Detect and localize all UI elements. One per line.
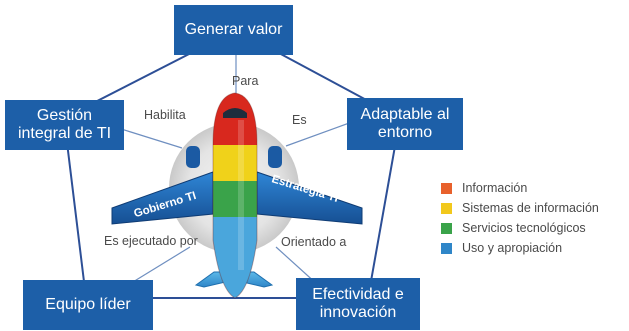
node-equipo-lider-label: Equipo líder [45, 296, 131, 313]
legend-swatch [441, 242, 452, 254]
edge-label-es: Es [292, 113, 307, 127]
legend-item-uso: Uso y apropiación [441, 238, 599, 258]
node-efectividad: Efectividad e innovación [296, 278, 420, 330]
node-gestion-integral: Gestión integral de TI [5, 100, 124, 150]
node-equipo-lider: Equipo líder [23, 280, 153, 330]
edge-label-orientado: Orientado a [281, 235, 347, 249]
node-adaptable-label: Adaptable al entorno [360, 106, 450, 141]
cockpit-window [223, 108, 247, 118]
legend-label: Información [462, 181, 528, 195]
node-gestion-integral-label: Gestión integral de TI [17, 107, 112, 142]
right-engine [268, 146, 282, 168]
legend-swatch [441, 182, 452, 194]
connector-right [285, 121, 353, 147]
connector-bottom-left [127, 246, 191, 286]
node-efectividad-label: Efectividad e innovación [312, 286, 404, 321]
edge-label-ejecutado: Es ejecutado por [104, 234, 198, 248]
edge-label-para: Para [232, 74, 259, 88]
node-generar-valor-label: Generar valor [184, 21, 283, 38]
node-generar-valor: Generar valor [174, 5, 293, 55]
legend-swatch [441, 222, 452, 234]
legend-label: Servicios tecnológicos [462, 221, 586, 235]
legend-swatch [441, 202, 452, 214]
legend: Información Sistemas de información Serv… [441, 178, 599, 258]
legend-item-servicios: Servicios tecnológicos [441, 218, 599, 238]
fuselage-red [213, 93, 257, 145]
legend-label: Uso y apropiación [462, 241, 563, 255]
fuselage-green [213, 181, 257, 217]
airplane-illustration: Gobierno TI Estrategia TI [111, 92, 363, 299]
node-adaptable: Adaptable al entorno [347, 98, 463, 150]
legend-label: Sistemas de información [462, 201, 599, 215]
fuselage-yellow [213, 145, 257, 181]
legend-item-sistemas: Sistemas de información [441, 198, 599, 218]
connector-left [117, 127, 183, 149]
legend-item-informacion: Información [441, 178, 599, 198]
edge-label-habilita: Habilita [144, 108, 186, 122]
left-engine [186, 146, 200, 168]
fuselage-blue [213, 217, 257, 298]
